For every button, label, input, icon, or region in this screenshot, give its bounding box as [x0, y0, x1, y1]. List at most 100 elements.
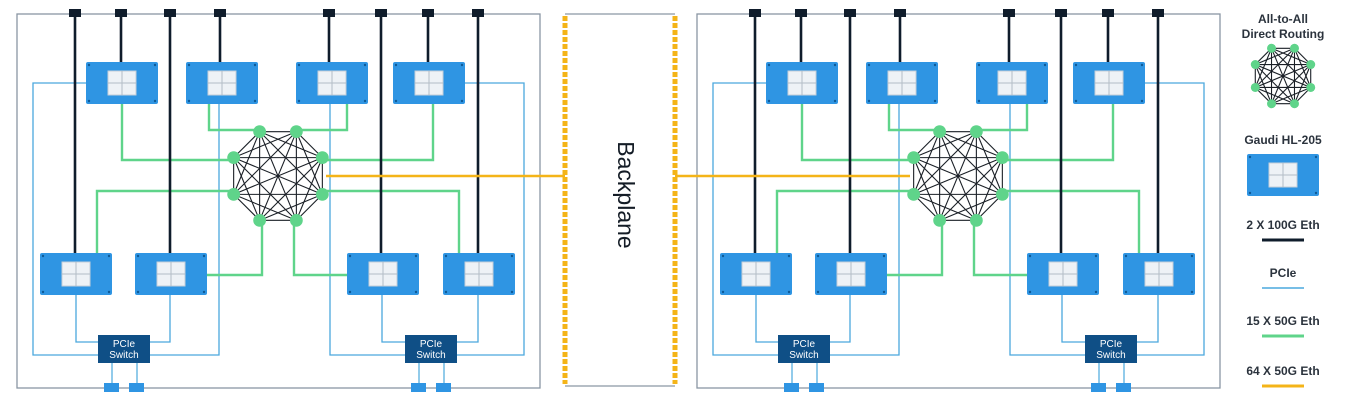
pcie-switch-body [778, 335, 830, 363]
mount-hole [767, 63, 771, 67]
mesh-link [233, 157, 323, 195]
pcie-switch-label-line2: Switch [416, 350, 445, 361]
eth-15x50g-link [869, 222, 944, 277]
mount-hole [394, 63, 398, 67]
mount-hole [1314, 191, 1318, 195]
pcie-switch-body [405, 335, 457, 363]
mount-hole [444, 254, 448, 258]
mount-hole [348, 254, 352, 258]
mount-hole [787, 254, 791, 258]
eth-15x50g-link [120, 104, 237, 162]
mount-hole [1248, 155, 1252, 159]
pcie-link [456, 82, 525, 356]
mesh-link [1255, 64, 1311, 88]
mount-hole [1190, 254, 1194, 258]
eth-15x50g-link [972, 222, 1027, 277]
mesh-node [289, 125, 303, 139]
uplink-connector-icon [894, 9, 906, 17]
mesh-link [913, 157, 1003, 195]
uplink-connector-icon [1003, 9, 1015, 17]
mesh-node [933, 125, 947, 139]
gaudi-card-bottom-2 [815, 253, 887, 295]
mesh-node [969, 125, 983, 139]
pcie-link [1136, 82, 1205, 356]
mesh-link [233, 193, 297, 221]
mesh-node [933, 213, 947, 227]
mesh-node [1306, 82, 1316, 92]
pcie-switch-label-line2: Switch [109, 350, 138, 361]
mount-hole [363, 63, 367, 67]
mount-hole [444, 290, 448, 294]
gaudi-card-top-2 [186, 62, 258, 104]
mount-hole [460, 63, 464, 67]
mount-hole [1140, 99, 1144, 103]
mount-hole [394, 99, 398, 103]
host-port-icon [1091, 383, 1106, 392]
mount-hole [510, 254, 514, 258]
eth-15x50g-link [1002, 189, 1141, 253]
uplink-connector-icon [69, 9, 81, 17]
host-port-icon [411, 383, 426, 392]
host-port-icon [129, 383, 144, 392]
mesh-node [1306, 60, 1316, 70]
pcie-link [1136, 295, 1159, 343]
mount-hole [1140, 63, 1144, 67]
mount-hole [87, 99, 91, 103]
pcie-switch-label-line1: PCIe [420, 339, 443, 350]
mount-hole [348, 290, 352, 294]
mount-hole [977, 63, 981, 67]
gaudi-card-bottom-4 [1123, 253, 1195, 295]
mount-hole [107, 290, 111, 294]
mesh-node [907, 151, 921, 165]
legend-eth-64x50g-label: 64 X 50G Eth [1246, 364, 1319, 378]
mount-hole [187, 99, 191, 103]
mount-hole [767, 99, 771, 103]
mesh-node [1250, 60, 1260, 70]
mesh-node [289, 213, 303, 227]
mesh-link [913, 131, 977, 159]
host-port-icon [784, 383, 799, 392]
mount-hole [297, 99, 301, 103]
uplink-connector-icon [1055, 9, 1067, 17]
host-port-icon [436, 383, 451, 392]
mesh-node [315, 151, 329, 165]
gaudi-card-bottom-3 [347, 253, 419, 295]
gaudi-card-bottom-1 [40, 253, 112, 295]
pcie-link [712, 82, 778, 356]
backplane: Backplane [326, 13, 910, 387]
mount-hole [977, 99, 981, 103]
legend-routing-title-line2: Direct Routing [1242, 27, 1325, 41]
uplink-connector-icon [214, 9, 226, 17]
mount-hole [253, 63, 257, 67]
mount-hole [882, 290, 886, 294]
eth-15x50g-link [207, 104, 263, 132]
mount-hole [1043, 63, 1047, 67]
mount-hole [721, 290, 725, 294]
mount-hole [1094, 254, 1098, 258]
mesh-node [995, 151, 1009, 165]
eth-15x50g-link [973, 104, 1029, 132]
pcie-switch-label-line2: Switch [789, 350, 818, 361]
pcie-switch-body [1085, 335, 1137, 363]
mesh-link [1254, 64, 1295, 105]
pcie-link [148, 295, 171, 343]
mount-hole [833, 99, 837, 103]
mesh-link [233, 157, 261, 221]
pcie-link [828, 295, 851, 343]
mount-hole [1074, 63, 1078, 67]
mesh-link [913, 157, 977, 221]
legend-all-to-all-mesh-icon [1250, 43, 1316, 109]
mount-hole [933, 63, 937, 67]
uplink-connector-icon [422, 9, 434, 17]
mount-hole [202, 290, 206, 294]
mount-hole [1028, 254, 1032, 258]
legend-eth-2x100g-label: 2 X 100G Eth [1246, 218, 1319, 232]
pcie-link [1061, 295, 1085, 343]
mount-hole [187, 63, 191, 67]
mount-hole [136, 254, 140, 258]
